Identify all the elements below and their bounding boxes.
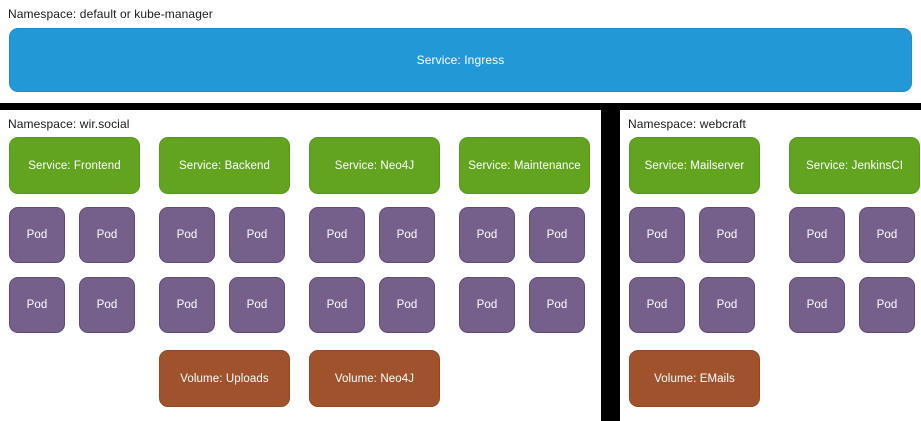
service-node-jenkinsci[interactable]: Service: JenkinsCI: [789, 137, 920, 194]
namespace-label-wir-social: Namespace: wir.social: [8, 117, 130, 131]
pod-node[interactable]: Pod: [159, 277, 215, 333]
pod-node[interactable]: Pod: [859, 207, 915, 263]
service-node-maintenance[interactable]: Service: Maintenance: [459, 137, 590, 194]
pod-node[interactable]: Pod: [159, 207, 215, 263]
pod-node[interactable]: Pod: [229, 277, 285, 333]
namespace-panel-webcraft: Namespace: webcraft Service: Mailserver …: [620, 110, 921, 421]
pod-node[interactable]: Pod: [789, 207, 845, 263]
pod-node[interactable]: Pod: [229, 207, 285, 263]
service-node-neo4j[interactable]: Service: Neo4J: [309, 137, 440, 194]
pod-node[interactable]: Pod: [309, 207, 365, 263]
pod-node[interactable]: Pod: [699, 277, 755, 333]
pod-node[interactable]: Pod: [9, 277, 65, 333]
namespace-label-default-kube-manager: Namespace: default or kube-manager: [8, 7, 213, 21]
volume-node-uploads[interactable]: Volume: Uploads: [159, 350, 290, 407]
pod-node[interactable]: Pod: [529, 277, 585, 333]
pod-node[interactable]: Pod: [309, 277, 365, 333]
service-node-mailserver[interactable]: Service: Mailserver: [629, 137, 760, 194]
pod-node[interactable]: Pod: [859, 277, 915, 333]
pod-node[interactable]: Pod: [629, 277, 685, 333]
pod-node[interactable]: Pod: [789, 277, 845, 333]
pod-node[interactable]: Pod: [529, 207, 585, 263]
volume-node-emails[interactable]: Volume: EMails: [629, 350, 760, 407]
service-node-frontend[interactable]: Service: Frontend: [9, 137, 140, 194]
pod-node[interactable]: Pod: [379, 207, 435, 263]
pod-node[interactable]: Pod: [79, 207, 135, 263]
pod-node[interactable]: Pod: [9, 207, 65, 263]
namespace-panel-default-kube-manager: Namespace: default or kube-manager Servi…: [0, 0, 921, 103]
pod-node[interactable]: Pod: [459, 207, 515, 263]
namespace-label-webcraft: Namespace: webcraft: [628, 117, 746, 131]
service-node-ingress[interactable]: Service: Ingress: [9, 28, 912, 92]
namespace-panel-wir-social: Namespace: wir.social Service: Frontend …: [0, 110, 601, 421]
pod-node[interactable]: Pod: [79, 277, 135, 333]
service-node-backend[interactable]: Service: Backend: [159, 137, 290, 194]
volume-node-neo4j[interactable]: Volume: Neo4J: [309, 350, 440, 407]
pod-node[interactable]: Pod: [379, 277, 435, 333]
pod-node[interactable]: Pod: [629, 207, 685, 263]
pod-node[interactable]: Pod: [699, 207, 755, 263]
pod-node[interactable]: Pod: [459, 277, 515, 333]
